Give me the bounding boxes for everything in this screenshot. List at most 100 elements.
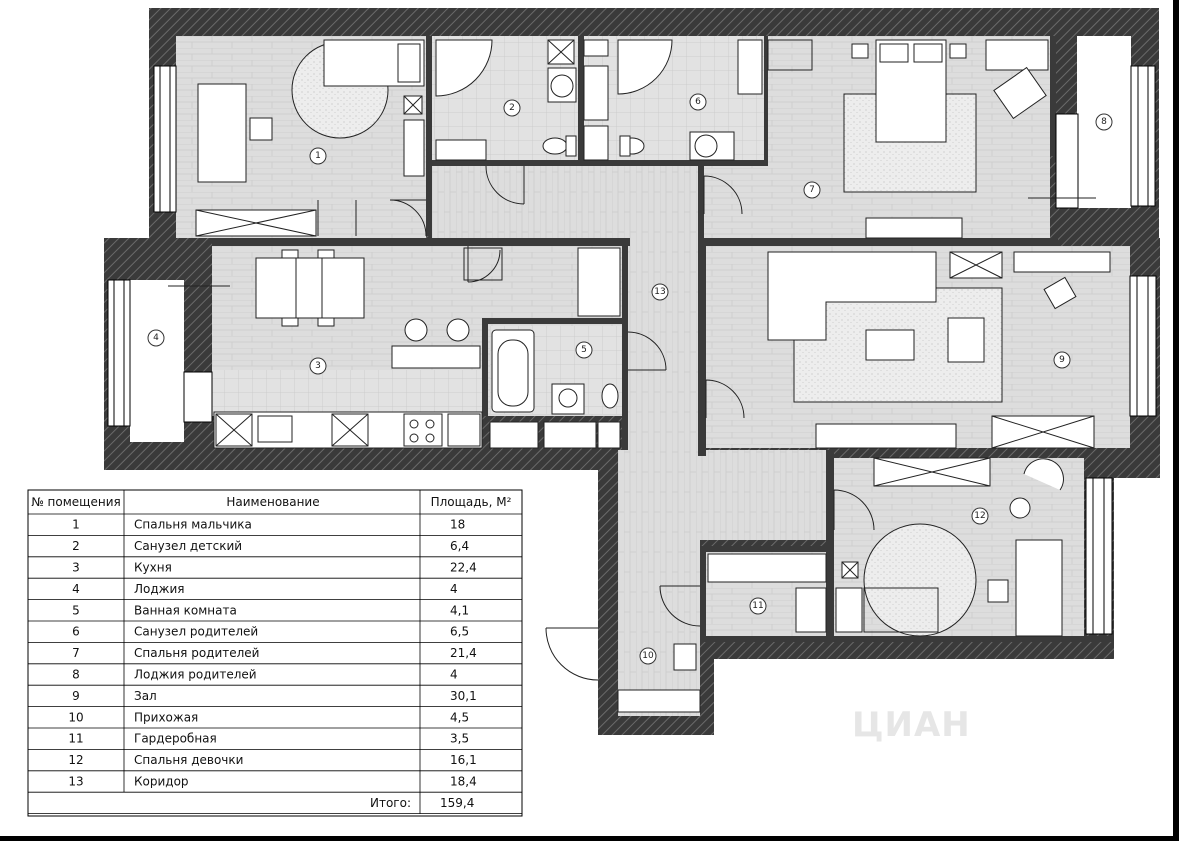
row-area: 6,4	[450, 539, 469, 553]
table-row: 10 Прихожая 4,5	[68, 710, 469, 724]
row-name: Прихожая	[134, 710, 198, 724]
row-number: 4	[72, 582, 80, 596]
room-2-label: 2	[503, 99, 521, 117]
table-header-name: Наименование	[226, 495, 319, 509]
room-5-number: 5	[581, 345, 587, 355]
row-area: 4,1	[450, 603, 469, 617]
row-number: 8	[72, 668, 80, 682]
row-name: Коридор	[134, 775, 189, 789]
row-number: 10	[68, 710, 83, 724]
row-number: 12	[68, 753, 83, 767]
room-3-label: 3	[309, 357, 327, 375]
sofa-9	[767, 251, 937, 341]
row-number: 3	[72, 561, 80, 575]
dining-table-3	[255, 257, 365, 319]
row-number: 2	[72, 539, 80, 553]
row-name: Ванная комната	[134, 603, 237, 617]
room-2-number: 2	[509, 103, 515, 113]
room-12-number: 12	[974, 511, 985, 521]
row-number: 6	[72, 625, 80, 639]
row-number: 9	[72, 689, 80, 703]
bed-12	[1015, 539, 1063, 637]
row-name: Лоджия родителей	[134, 668, 257, 682]
table-row: 6 Санузел родителей 6,5	[72, 625, 469, 639]
room-10-number: 10	[642, 651, 654, 661]
watermark-text: ЦИАН	[852, 705, 971, 745]
room-11-label: 11	[749, 597, 767, 615]
row-number: 5	[72, 603, 80, 617]
table-row: 1 Спальня мальчика 18	[72, 518, 465, 532]
room-1-number: 1	[315, 151, 321, 161]
row-name: Спальня девочки	[134, 753, 243, 767]
row-name: Кухня	[134, 561, 172, 575]
row-area: 3,5	[450, 732, 469, 746]
room-6-floor	[584, 36, 764, 160]
row-number: 1	[72, 518, 80, 532]
row-area: 22,4	[450, 561, 477, 575]
room-11-number: 11	[752, 601, 763, 611]
room-10-label: 10	[639, 647, 657, 665]
room-7-number: 7	[809, 185, 815, 195]
table-row: 13 Коридор 18,4	[68, 775, 476, 789]
row-name: Спальня мальчика	[134, 518, 252, 532]
page-frame-bottom	[0, 836, 1179, 841]
desk-1	[197, 83, 247, 183]
table-total-value: 159,4	[440, 796, 474, 810]
room-labels: 1 2 3 4 5 6 7 8 9 10 11 12 13	[147, 93, 1113, 665]
table-header-number: № помещения	[31, 495, 120, 509]
room-4-label: 4	[147, 329, 165, 347]
room-8-number: 8	[1101, 117, 1107, 127]
row-area: 4	[450, 668, 458, 682]
table-total-label: Итого:	[370, 796, 411, 810]
row-area: 30,1	[450, 689, 477, 703]
table-row: 3 Кухня 22,4	[72, 561, 477, 575]
room-9-number: 9	[1059, 355, 1065, 365]
table-header-area: Площадь, М²	[431, 495, 512, 509]
row-area: 4,5	[450, 710, 469, 724]
row-area: 18,4	[450, 775, 477, 789]
row-name: Спальня родителей	[134, 646, 259, 660]
room-1-label: 1	[309, 147, 327, 165]
room-5-label: 5	[575, 341, 593, 359]
row-name: Лоджия	[134, 582, 185, 596]
interior-walls	[212, 36, 1114, 642]
table-row: 4 Лоджия 4	[72, 582, 457, 596]
row-name: Санузел родителей	[134, 625, 258, 639]
row-number: 11	[68, 732, 83, 746]
room-6-label: 6	[689, 93, 707, 111]
page-frame-right	[1173, 0, 1179, 841]
room-7-label: 7	[803, 181, 821, 199]
table-row: 8 Лоджия родителей 4	[72, 668, 457, 682]
windows	[107, 65, 1157, 635]
room-6-number: 6	[695, 97, 701, 107]
doors	[168, 165, 1096, 681]
room-13-label: 13	[651, 283, 669, 301]
round-rug-12	[863, 523, 977, 637]
room-13-number: 13	[654, 287, 665, 297]
row-area: 21,4	[450, 646, 477, 660]
row-area: 6,5	[450, 625, 469, 639]
table-row: 12 Спальня девочки 16,1	[68, 753, 476, 767]
table-row: 7 Спальня родителей 21,4	[72, 646, 477, 660]
table-row: 5 Ванная комната 4,1	[72, 603, 469, 617]
room-10-floor	[618, 540, 700, 716]
row-area: 18	[450, 518, 465, 532]
table-row: 2 Санузел детский 6,4	[72, 539, 469, 553]
table-row: 11 Гардеробная 3,5	[68, 732, 469, 746]
row-name: Санузел детский	[134, 539, 242, 553]
room-3-number: 3	[315, 361, 321, 371]
row-area: 4	[450, 582, 458, 596]
room-12-label: 12	[971, 507, 989, 525]
row-number: 13	[68, 775, 83, 789]
row-number: 7	[72, 646, 80, 660]
row-area: 16,1	[450, 753, 477, 767]
room-4-floor	[130, 280, 184, 442]
row-name: Гардеробная	[134, 732, 217, 746]
room-4-number: 4	[153, 333, 159, 343]
row-name: Зал	[134, 689, 157, 703]
room-9-label: 9	[1053, 351, 1071, 369]
